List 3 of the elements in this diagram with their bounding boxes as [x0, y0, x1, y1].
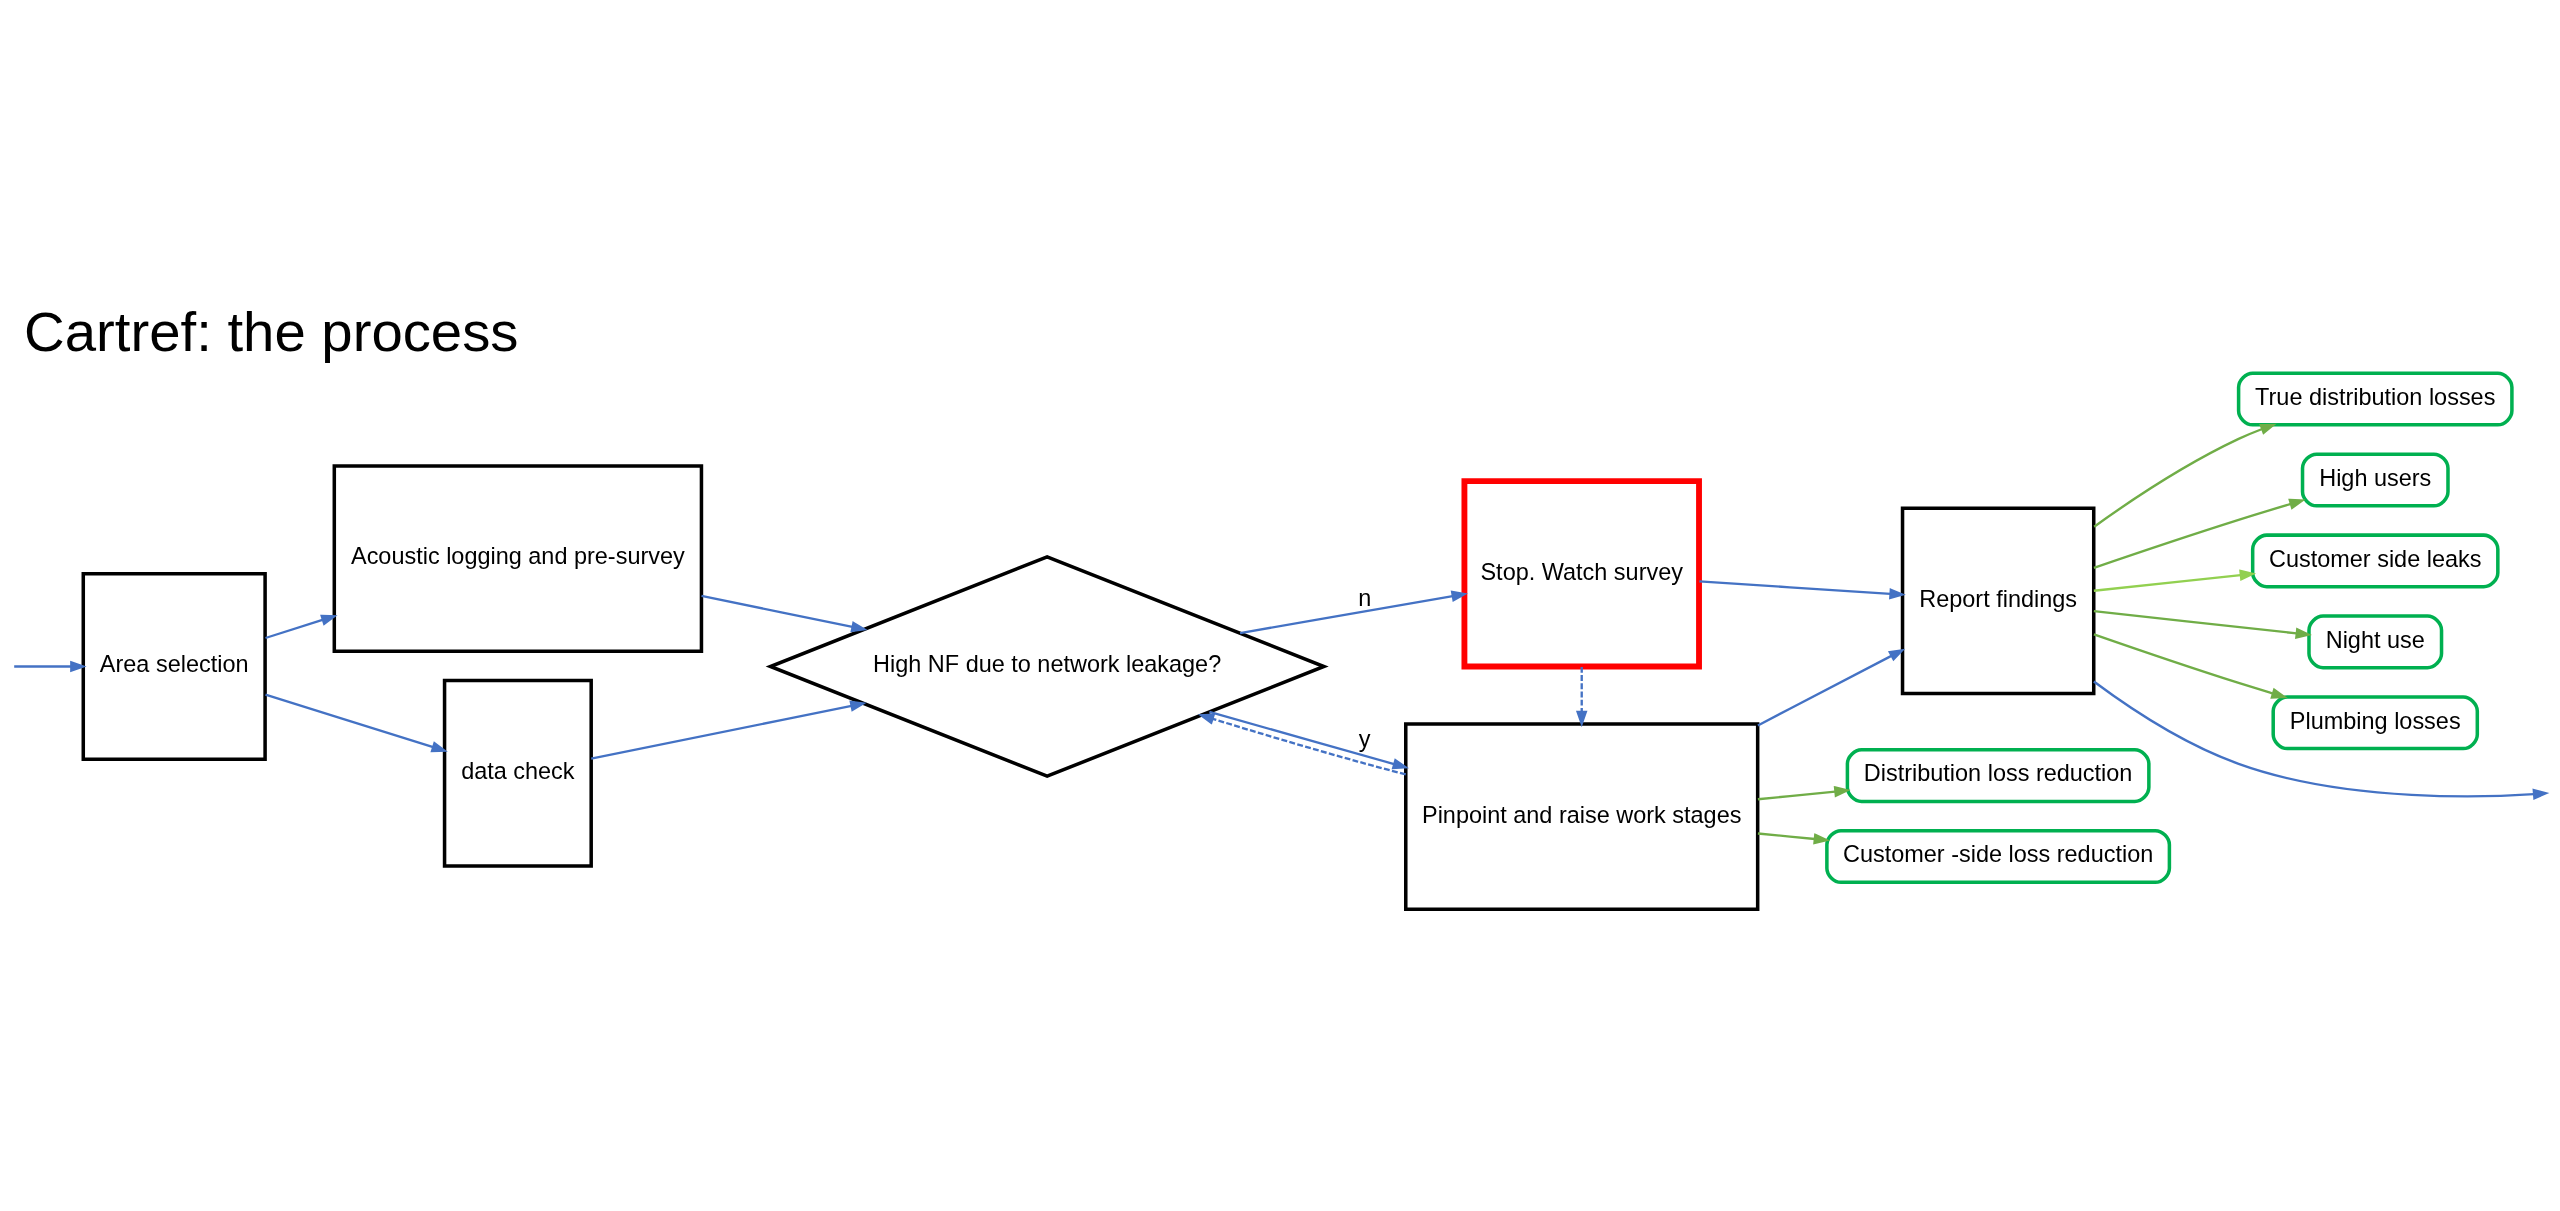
edge-label: n — [1358, 584, 1372, 611]
diagram-title: Cartref: the process — [24, 300, 519, 364]
edge-label: y — [1358, 726, 1371, 753]
